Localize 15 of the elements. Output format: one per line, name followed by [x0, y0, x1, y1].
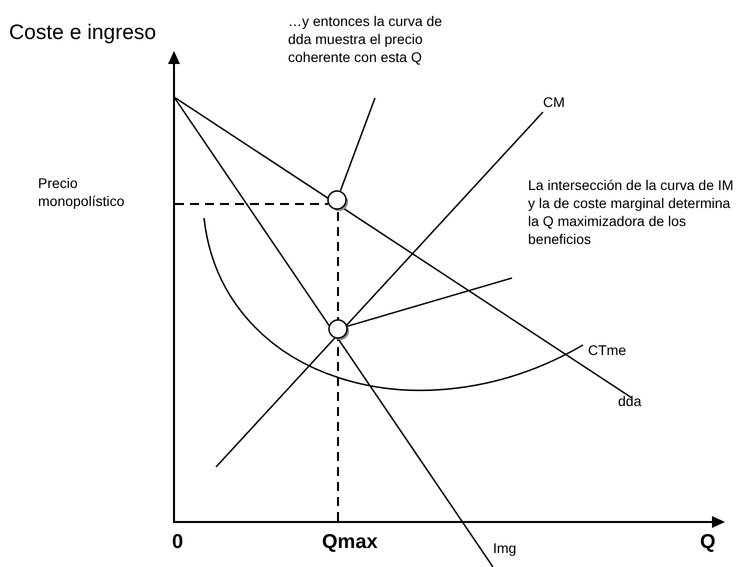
intersection-point — [327, 190, 350, 213]
curve-label: Img — [493, 539, 516, 557]
curve-label: CM — [543, 93, 565, 111]
leader-line — [347, 277, 512, 327]
leader-line — [340, 98, 376, 191]
price-label: Precio monopolístico — [38, 174, 126, 210]
axis-title: Coste e ingreso — [9, 20, 156, 45]
annotation-text: …y entonces la curva de dda muestra el precio coherente con esta Q — [288, 12, 468, 66]
annotation-text: La intersección de la curva de IM y la de coste marginal determina la Q maximizadora de los beneficios — [528, 176, 740, 248]
curve-label: dda — [618, 392, 642, 410]
intersection-point — [328, 319, 351, 342]
axis-title: Q — [700, 530, 716, 554]
curve-label: CTme — [588, 341, 626, 359]
axis-origin-label: 0 — [172, 530, 184, 554]
quantity-label: Qmax — [322, 530, 378, 554]
